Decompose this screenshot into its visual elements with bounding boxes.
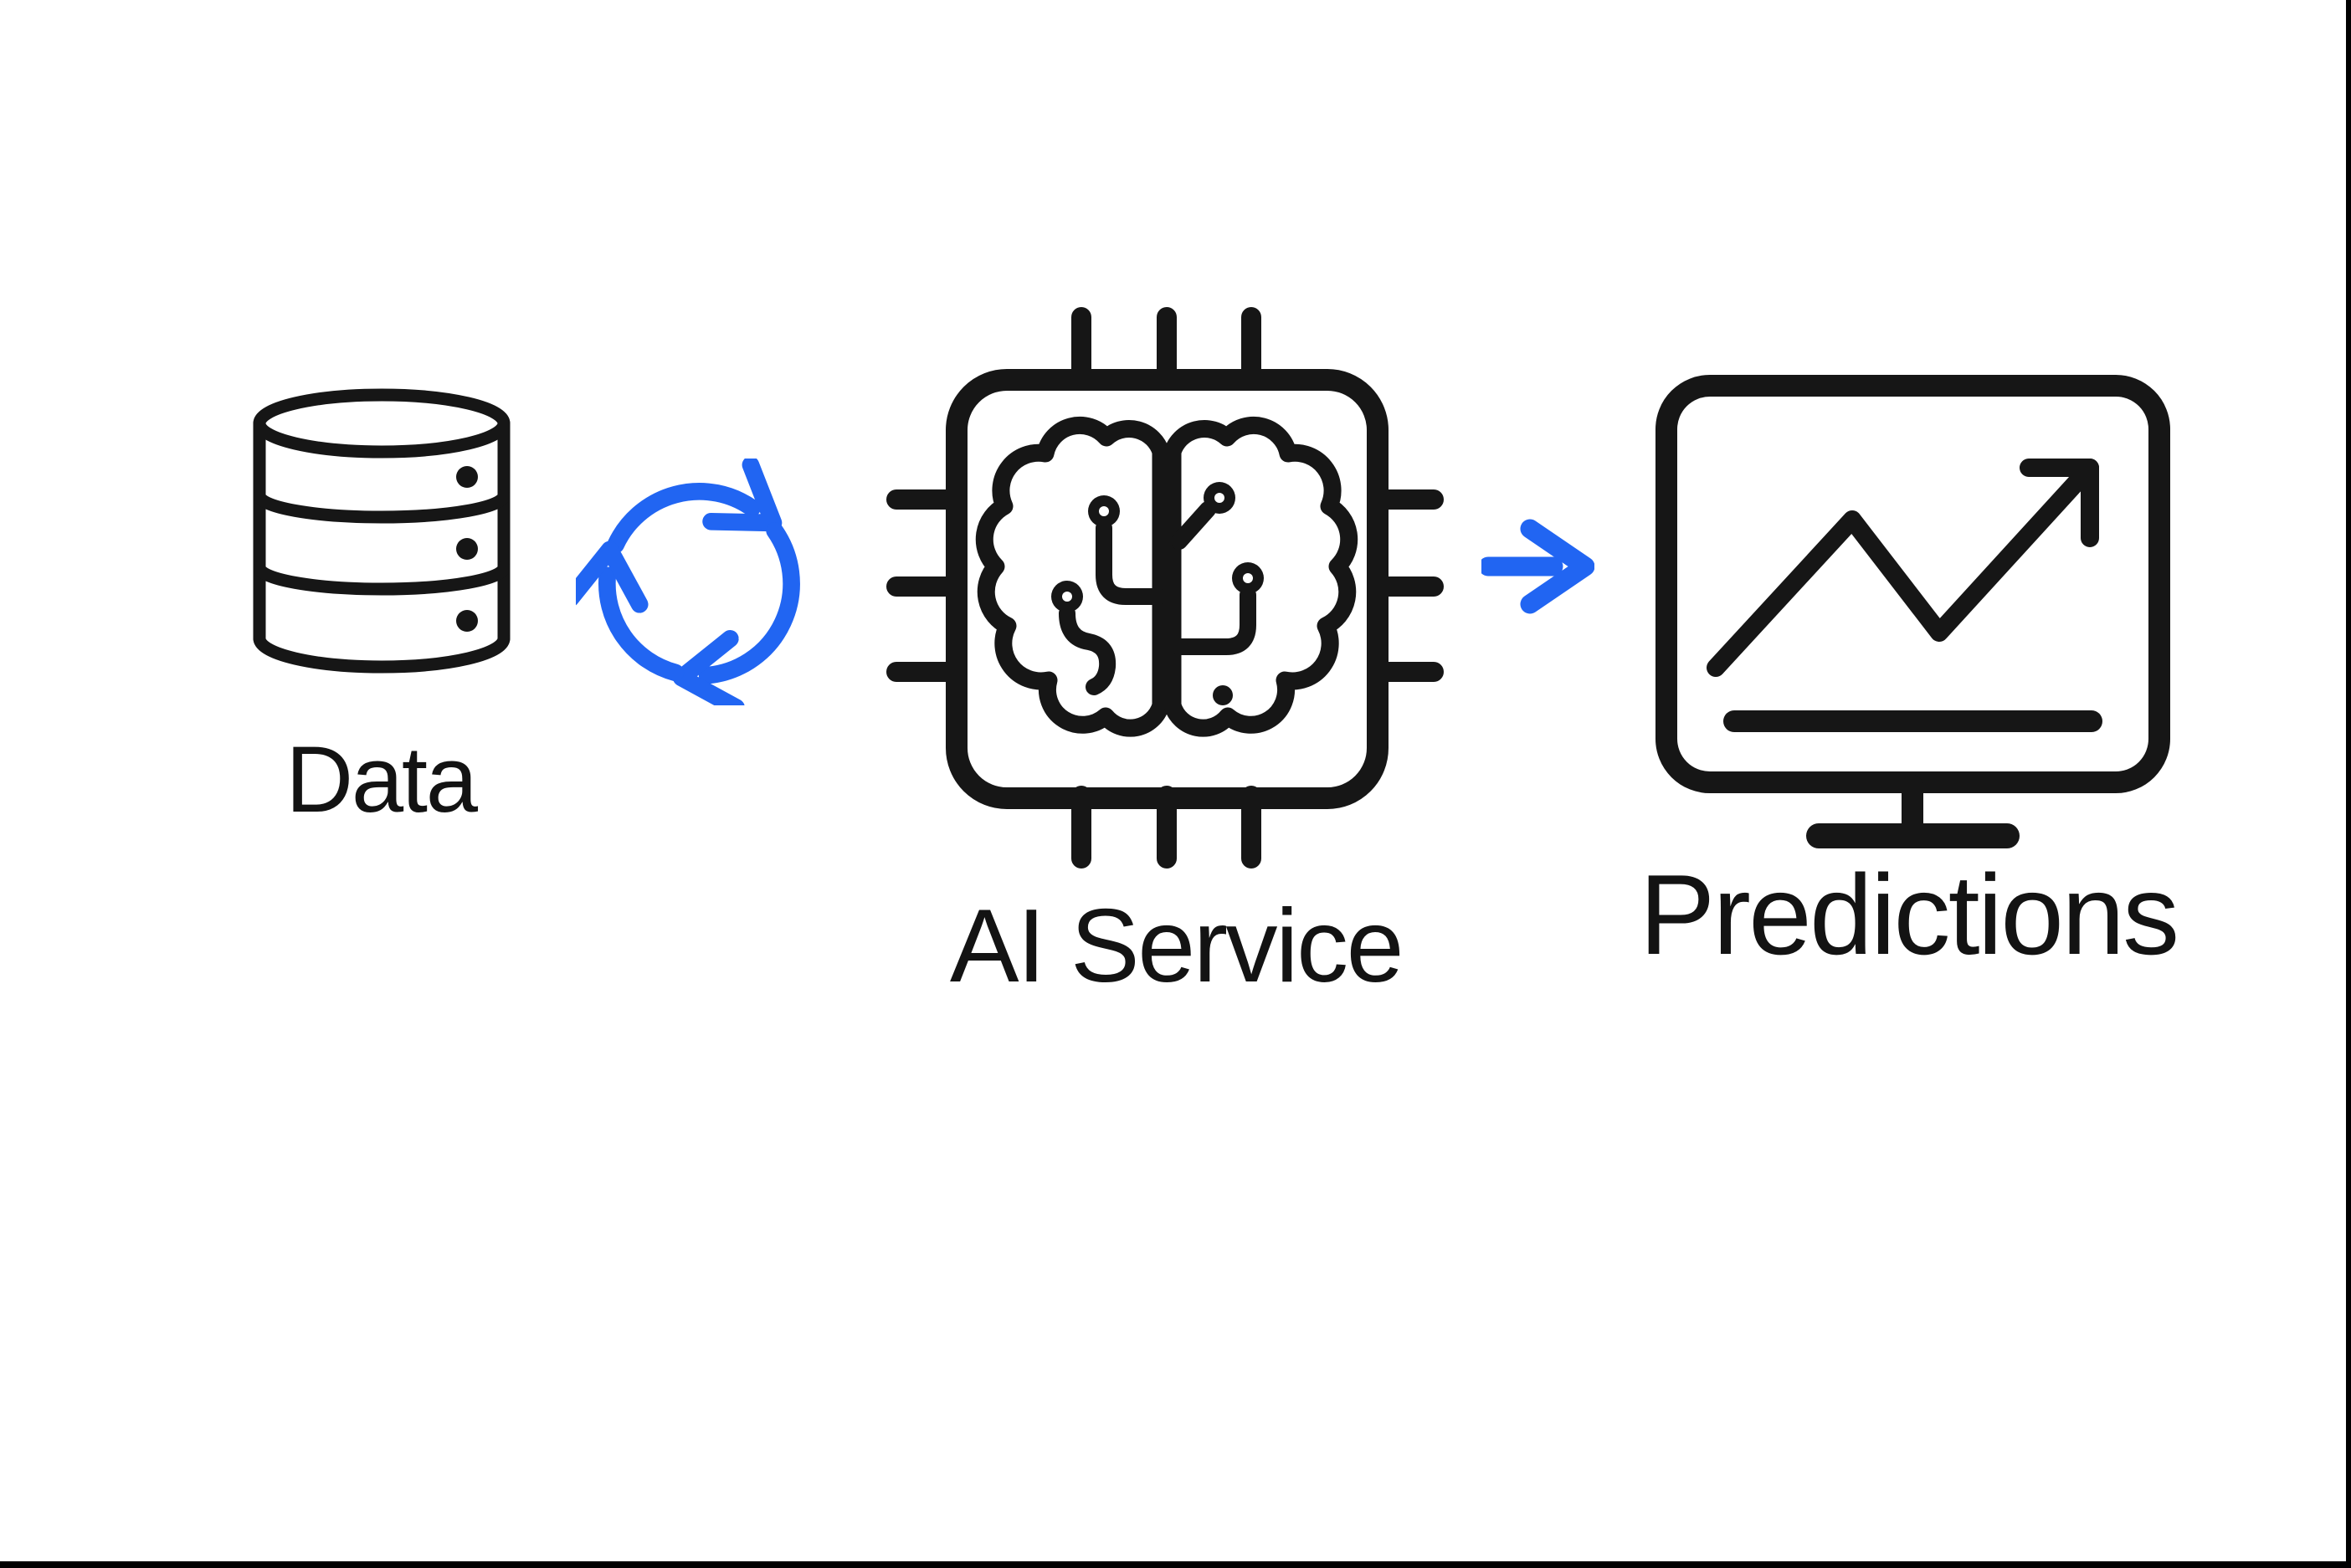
monitor-trend-chart-icon: [1655, 374, 2171, 855]
data-node-label: Data: [285, 727, 478, 832]
arrow-right-icon: [1481, 515, 1594, 617]
ai-service-node-label: AI Service: [949, 889, 1404, 1004]
sync-cycle-arrows-icon: [576, 459, 823, 705]
right-edge-border: [2346, 0, 2351, 1568]
bottom-edge-border: [0, 1561, 2351, 1568]
predictions-node-label: Predictions: [1639, 851, 2180, 978]
ai-chip-brain-icon: [885, 305, 1445, 870]
database-icon: [251, 387, 512, 675]
